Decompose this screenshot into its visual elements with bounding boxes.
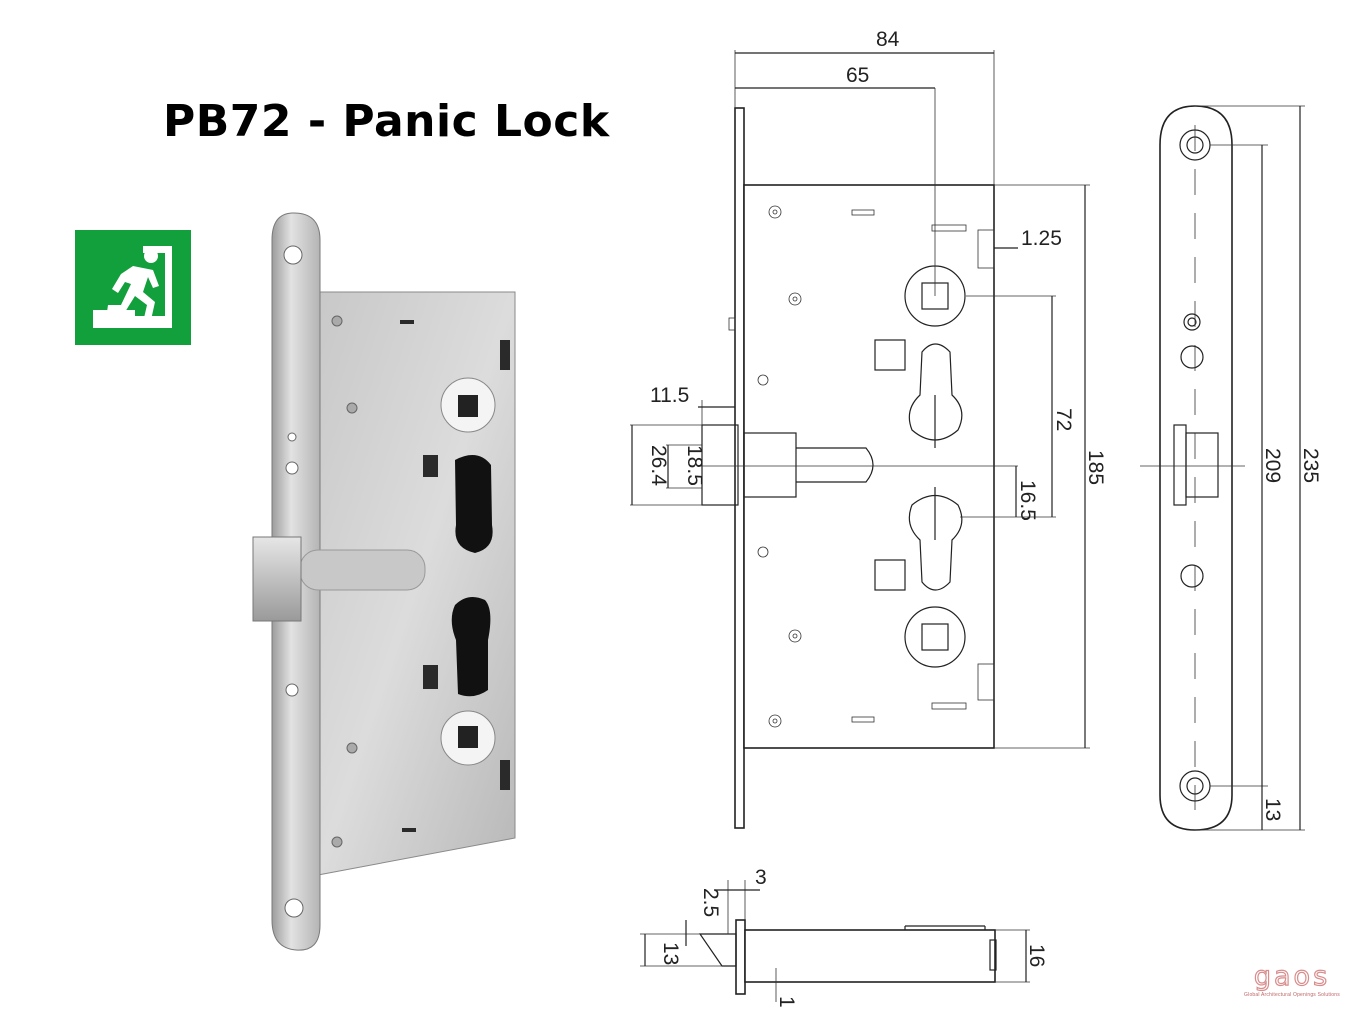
photo-hubs [440, 377, 496, 766]
side-bolt [1173, 424, 1219, 506]
photo-bolt [252, 536, 302, 622]
front-dimension-lines [631, 52, 1086, 748]
side-center-lines [1140, 105, 1305, 831]
photo-cylinder-top [455, 455, 493, 553]
dim-235: 235 [1299, 448, 1322, 483]
bottom-view: 3 2.5 13 16 1 [640, 866, 1048, 1008]
bottom-faceplate [735, 919, 746, 995]
bottom-bolt [698, 925, 997, 971]
exit-sign [75, 230, 191, 345]
dim-209: 209 [1261, 448, 1284, 483]
side-dimension-lines [1261, 106, 1301, 830]
dim-2-5: 2.5 [699, 888, 722, 917]
front-faceplate [734, 107, 745, 829]
logo-subtitle: Global Architectural Openings Solutions [1244, 992, 1340, 998]
dim-13-side: 13 [1261, 798, 1284, 821]
dim-13-bottom: 13 [659, 942, 682, 965]
front-case [743, 184, 995, 749]
dim-84: 84 [876, 28, 900, 51]
dim-65: 65 [846, 64, 869, 87]
front-latch [701, 339, 906, 591]
lock-product-photo [252, 212, 516, 951]
page-title: PB72 - Panic Lock [163, 96, 610, 147]
running-man-exit-icon [93, 246, 172, 328]
dim-3: 3 [755, 866, 767, 889]
gaos-logo: gaos Global Architectural Openings Solut… [1236, 961, 1348, 998]
bottom-dimension-lines [644, 889, 1027, 982]
dim-1: 1 [775, 996, 798, 1008]
front-slots [728, 209, 995, 723]
dim-18-5: 18.5 [683, 445, 706, 486]
front-screws [757, 205, 802, 728]
dim-11-5: 11.5 [650, 384, 689, 407]
side-view: 209 235 13 [1140, 105, 1322, 831]
bottom-case [744, 929, 996, 983]
dim-72: 72 [1052, 408, 1075, 431]
side-faceplate [1159, 105, 1233, 831]
dim-1-25: 1.25 [1021, 227, 1062, 250]
dim-26-4: 26.4 [647, 445, 670, 486]
dim-16: 16 [1025, 944, 1048, 967]
front-center-lines [630, 50, 1090, 749]
dim-185: 185 [1084, 450, 1107, 485]
faceplate-holes [283, 245, 304, 918]
front-cylinders [908, 343, 963, 591]
dim-16-5: 16.5 [1016, 480, 1039, 521]
logo-word: gaos [1253, 961, 1331, 992]
bottom-ext-lines [640, 880, 1030, 1002]
front-view: 84 65 1.25 11.5 72 16.5 185 26.4 18.5 [630, 28, 1107, 829]
photo-cylinder-bottom [451, 596, 491, 697]
